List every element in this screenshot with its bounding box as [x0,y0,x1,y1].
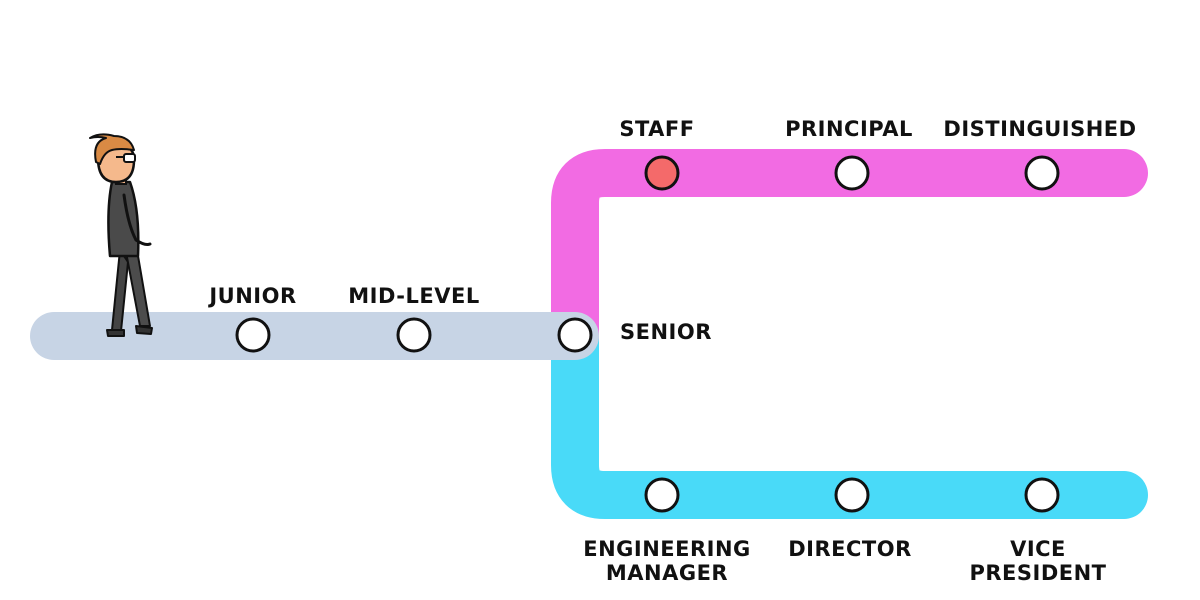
label-staff: STAFF [619,117,694,141]
label-principal: PRINCIPAL [785,117,913,141]
stop-engineering-manager [644,477,680,513]
label-engineering-manager-line2: MANAGER [606,561,728,585]
management-track [551,311,1148,519]
stop-mid-level [396,317,432,353]
label-engineering-manager-line1: ENGINEERING [583,537,751,561]
label-director: DIRECTOR [788,537,912,561]
label-junior: JUNIOR [207,284,296,308]
stop-director [834,477,870,513]
stop-junior [235,317,271,353]
label-mid-level: MID-LEVEL [348,284,479,308]
stop-senior [557,317,593,353]
stop-distinguished [1024,155,1060,191]
label-senior: SENIOR [620,320,712,344]
stop-vice-president [1024,477,1060,513]
label-distinguished: DISTINGUISHED [943,117,1136,141]
stop-principal [834,155,870,191]
label-vice-president-line1: VICE [1010,537,1066,561]
ic-track [551,149,1148,359]
label-vice-president-line2: PRESIDENT [969,561,1106,585]
stop-staff-current [644,155,680,191]
walking-person-icon [89,133,153,337]
